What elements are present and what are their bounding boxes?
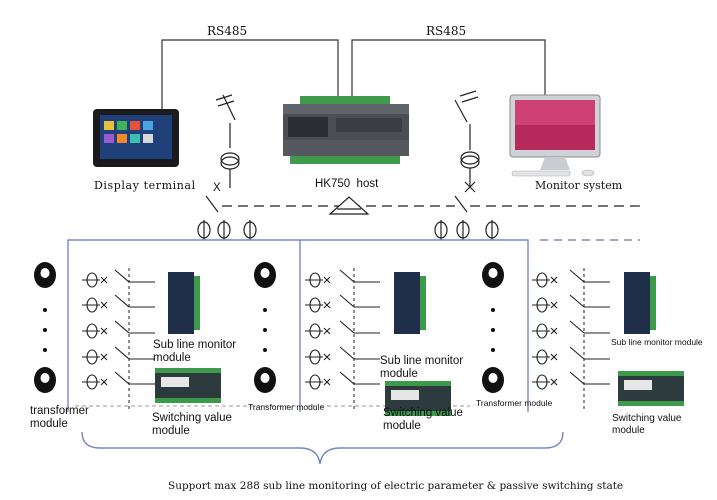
breaker-switch-icon bbox=[569, 269, 585, 283]
sub-line-monitor-module-icon bbox=[624, 272, 650, 334]
upper-right-breaker-icon bbox=[454, 90, 480, 193]
breaker-switch-icon bbox=[114, 346, 130, 360]
fuse-symbol-icon bbox=[197, 220, 499, 240]
breaker-switch-icon bbox=[114, 294, 130, 308]
breaker-switch-icon bbox=[339, 294, 355, 308]
rs485-bus bbox=[161, 39, 546, 112]
transformer-module-label-2: Transformer module bbox=[248, 402, 325, 412]
breaker-switch-icon bbox=[114, 269, 130, 283]
switching-value-label-1: Switching value module bbox=[152, 412, 232, 437]
switch-mark-left: X bbox=[213, 182, 221, 194]
distribution-frame bbox=[67, 239, 640, 412]
sub-line-monitor-label-2: Sub line monitor module bbox=[380, 355, 464, 380]
rs485-right-label: RS485 bbox=[426, 24, 467, 38]
breaker-switch-icon bbox=[114, 320, 130, 334]
feeder-group-3 bbox=[482, 262, 684, 410]
breaker-switch-icon bbox=[339, 269, 355, 283]
switching-value-label-3: Switching value module bbox=[612, 413, 682, 436]
diagram-caption: Support max 288 sub line monitoring of e… bbox=[168, 480, 624, 492]
host-label: HK750 host bbox=[315, 178, 379, 190]
sub-line-monitor-label-3: Sub line monitor module bbox=[611, 337, 703, 347]
host-controller-icon bbox=[283, 96, 409, 164]
breaker-switch-icon bbox=[569, 294, 585, 308]
monitor-system-label: Monitor system bbox=[535, 179, 623, 192]
breaker-switch-icon bbox=[114, 371, 130, 385]
breaker-switch-icon bbox=[569, 371, 585, 385]
main-busbar bbox=[205, 195, 640, 215]
breaker-switch-icon bbox=[339, 371, 355, 385]
breaker-switch-icon bbox=[569, 346, 585, 360]
rs485-left-label: RS485 bbox=[207, 24, 248, 38]
monitor-computer-icon bbox=[509, 94, 601, 177]
feeder-group-1 bbox=[34, 262, 221, 410]
group-brace bbox=[81, 431, 564, 465]
feeder-group-2 bbox=[254, 262, 451, 416]
display-terminal-icon bbox=[93, 109, 179, 167]
sub-line-monitor-module-icon bbox=[394, 272, 420, 334]
transformer-module-label-3: Transformer module bbox=[476, 398, 553, 408]
breaker-switch-icon bbox=[569, 320, 585, 334]
switching-value-label-2: Switching value module bbox=[383, 407, 463, 432]
breaker-switch-icon bbox=[339, 320, 355, 334]
sub-line-monitor-module-icon bbox=[168, 272, 194, 334]
display-terminal-label: Display terminal bbox=[94, 179, 196, 192]
upper-left-breaker-icon bbox=[215, 94, 240, 188]
transformer-module-label-1: transformer module bbox=[30, 405, 89, 430]
sub-line-monitor-label-1: Sub line monitor module bbox=[153, 339, 237, 364]
breaker-switch-icon bbox=[339, 346, 355, 360]
